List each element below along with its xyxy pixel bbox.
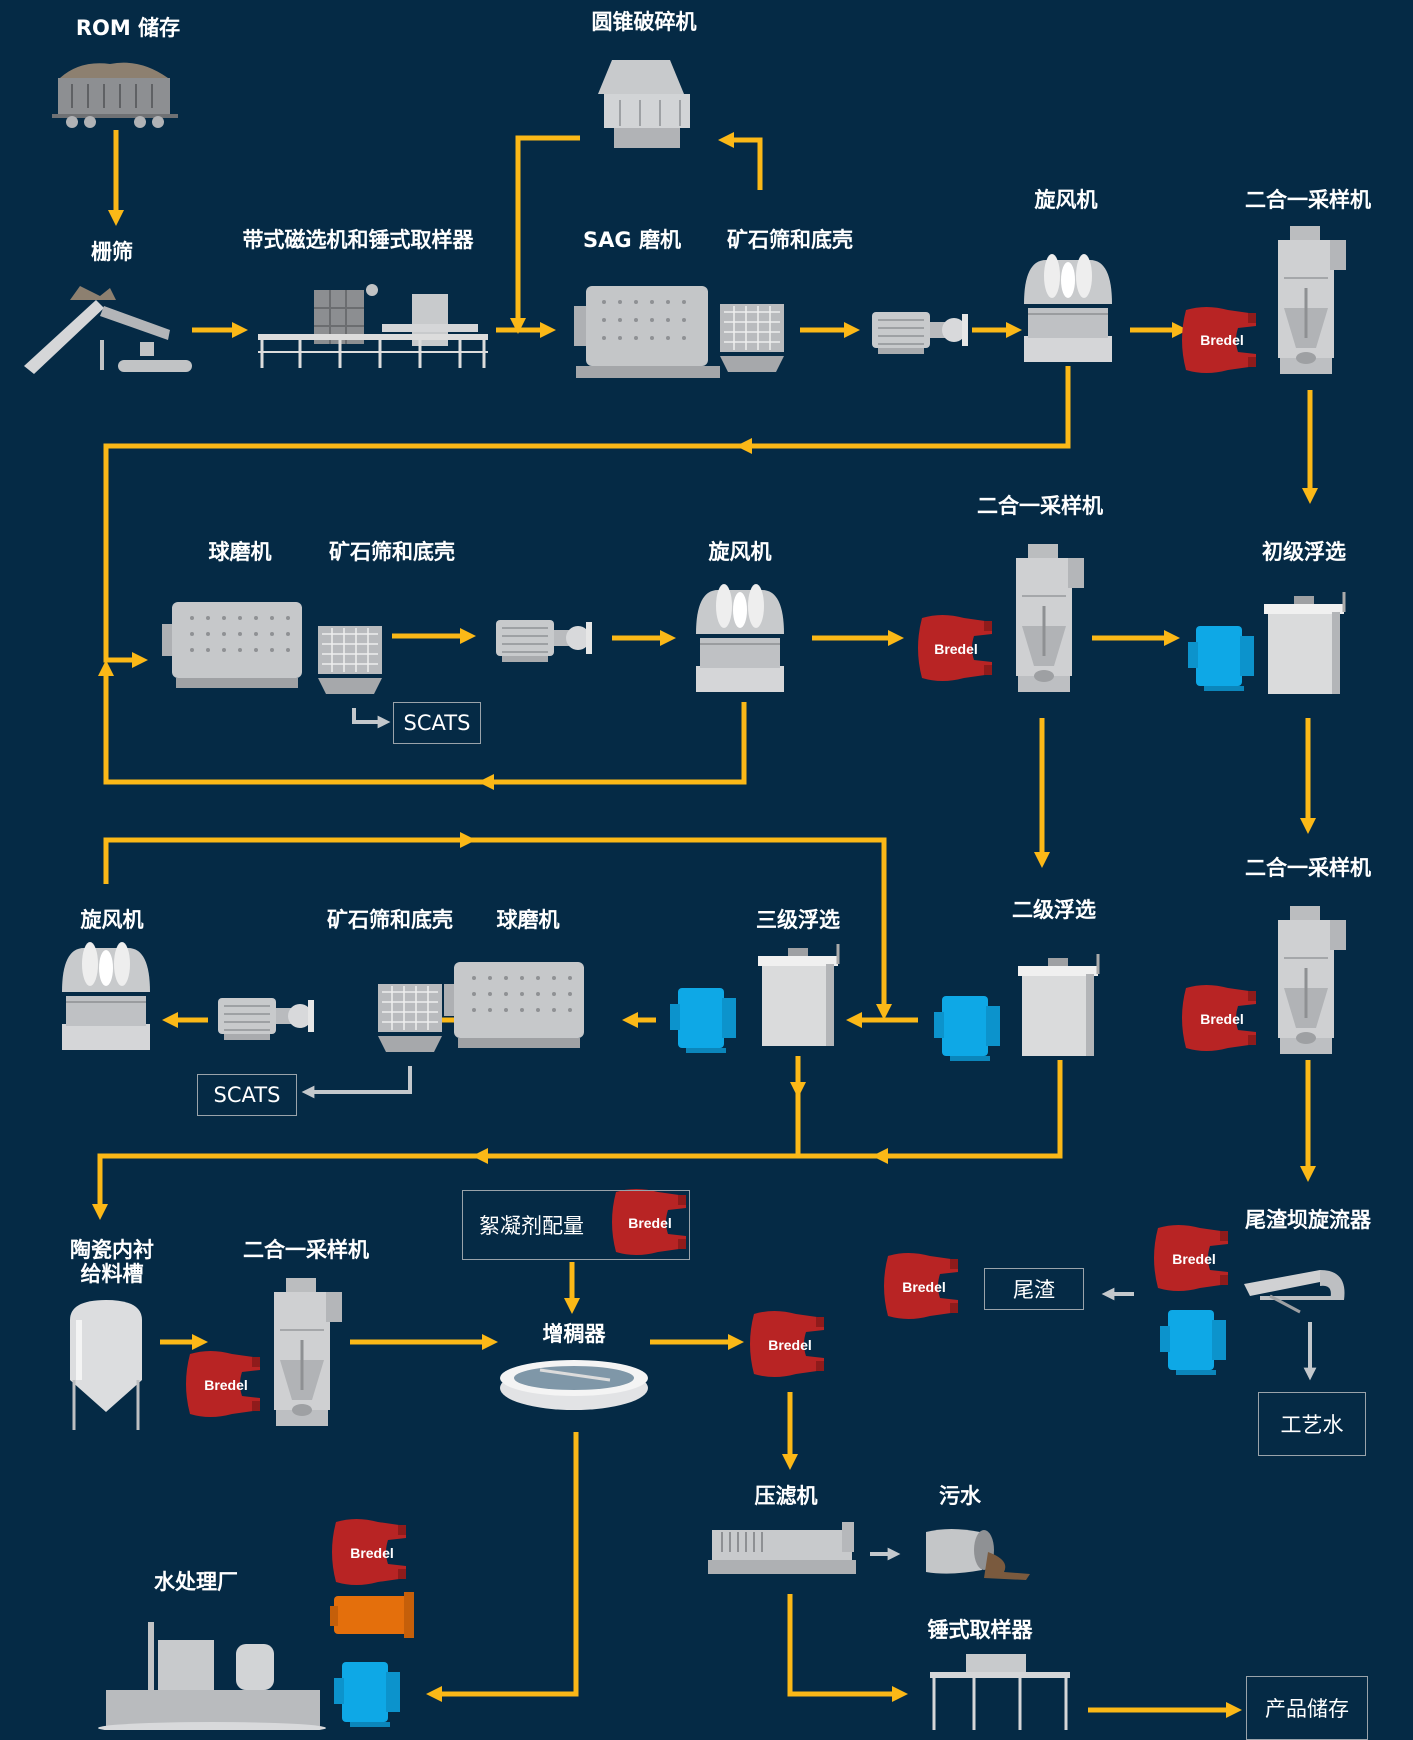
- label-ore-screen: 矿石筛和底壳: [329, 540, 455, 564]
- flotation-cell-icon: [1016, 952, 1100, 1058]
- label-ore-screen: 矿石筛和底壳: [727, 228, 853, 252]
- process-water-box: 工艺水: [1258, 1392, 1366, 1456]
- thickener-icon: [500, 1360, 648, 1410]
- label-sag-mill: SAG 磨机: [583, 228, 681, 252]
- label-grizzly: 栅筛: [91, 240, 133, 264]
- bredel-logo-text: Bredel: [1172, 1251, 1216, 1267]
- flocculant-dosing-box: 絮凝剂配量: [462, 1190, 690, 1260]
- bredel-logo-text: Bredel: [628, 1215, 672, 1231]
- scats-box: SCATS: [393, 702, 481, 744]
- ball-mill-icon: [162, 602, 302, 688]
- label-secondary-flotation: 二级浮选: [1012, 898, 1096, 922]
- label-sampler: 二合一采样机: [243, 1238, 369, 1262]
- sewage-outlet-icon: [926, 1529, 1030, 1580]
- ceramic-feed-tank-icon: [70, 1300, 142, 1430]
- flotation-pump-icon: [934, 996, 1000, 1061]
- label-thickener: 增稠器: [542, 1322, 606, 1346]
- cyclone-icon: [61, 941, 151, 1051]
- filter-press-icon: [708, 1522, 856, 1574]
- label-filter-press: 压滤机: [754, 1484, 818, 1508]
- label-cyclone: 旋风机: [1034, 188, 1098, 212]
- bredel-logo-text: Bredel: [204, 1377, 248, 1393]
- bredel-logo-text: Bredel: [1200, 1011, 1244, 1027]
- label-rom-storage: ROM 储存: [75, 16, 181, 40]
- ore-screen-icon: [317, 625, 383, 695]
- label-cyclone: 旋风机: [80, 908, 144, 932]
- label-water-treatment: 水处理厂: [154, 1570, 238, 1594]
- product-storage-box: 产品储存: [1246, 1676, 1368, 1740]
- bredel-logo-text: Bredel: [768, 1337, 812, 1353]
- label-ore-screen: 矿石筛和底壳: [327, 908, 453, 932]
- bredel-logo-text: Bredel: [1200, 332, 1244, 348]
- label-sampler: 二合一采样机: [1245, 856, 1371, 880]
- label-feed-tank: 给料槽: [80, 1262, 144, 1286]
- label-cyclone: 旋风机: [708, 540, 772, 564]
- blue-pump-icon: [334, 1662, 400, 1727]
- label-sampler: 二合一采样机: [1245, 188, 1371, 212]
- sampler-icon: [1276, 224, 1348, 376]
- tailings-pump-icon: [1160, 1310, 1226, 1375]
- flotation-pump-icon: [670, 988, 736, 1053]
- grizzly-conveyor-icon: [24, 286, 192, 374]
- ore-screen-icon: [377, 983, 443, 1053]
- bredel-logo-text: Bredel: [350, 1545, 394, 1561]
- sampler-icon: [1014, 542, 1086, 694]
- ore-screen-icon: [719, 303, 785, 373]
- label-sewage: 污水: [939, 1484, 981, 1508]
- flotation-cell-icon: [756, 942, 840, 1048]
- label-hammer-sampler: 锤式取样器: [927, 1618, 1033, 1642]
- water-treatment-plant-icon: [98, 1622, 326, 1730]
- rom-railcar-icon: [52, 62, 178, 128]
- pump-motor-icon: [495, 619, 593, 663]
- bredel-logo-text: Bredel: [934, 641, 978, 657]
- label-ball-mill: 球磨机: [496, 908, 560, 932]
- flotation-cell-icon: [1262, 590, 1346, 696]
- belt-magnet-hammer-sampler-icon: [258, 284, 488, 368]
- cone-crusher-icon: [598, 60, 690, 148]
- pump-motor-icon: [871, 311, 969, 355]
- tailings-hydrocyclone-icon: [1244, 1270, 1345, 1314]
- cyclone-icon: [1023, 253, 1113, 363]
- sag-mill-icon: [574, 286, 720, 378]
- bredel-logo-text: Bredel: [902, 1279, 946, 1295]
- sampler-icon: [272, 1276, 344, 1428]
- cyclone-icon: [695, 583, 785, 693]
- flotation-pump-icon: [1188, 626, 1254, 691]
- ball-mill-icon: [444, 962, 584, 1048]
- label-cone-crusher: 圆锥破碎机: [591, 10, 697, 34]
- scats-box: SCATS: [197, 1074, 297, 1116]
- label-belt-magnet-sampler: 带式磁选机和锤式取样器: [242, 228, 474, 252]
- tailings-box: 尾渣: [984, 1268, 1084, 1310]
- label-tertiary-flotation: 三级浮选: [756, 908, 840, 932]
- label-primary-flotation: 初级浮选: [1262, 540, 1346, 564]
- flocculant-label: 絮凝剂配量: [479, 1214, 584, 1238]
- pump-motor-icon: [217, 997, 315, 1041]
- orange-pump-icon: [330, 1592, 414, 1638]
- label-sampler: 二合一采样机: [977, 494, 1103, 518]
- hammer-sampler-icon: [930, 1654, 1070, 1730]
- label-ceramic-lined: 陶瓷内衬: [70, 1238, 154, 1262]
- label-ball-mill: 球磨机: [208, 540, 272, 564]
- sampler-icon: [1276, 904, 1348, 1056]
- label-tailings-hydrocyclone: 尾渣坝旋流器: [1245, 1208, 1371, 1232]
